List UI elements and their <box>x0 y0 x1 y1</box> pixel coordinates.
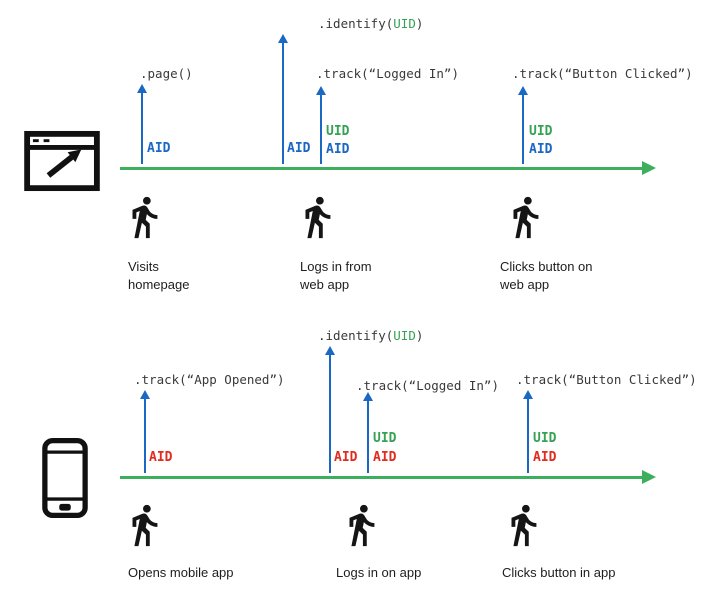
event-code-label: .track(“Button Clicked”) <box>516 372 697 387</box>
walking-person-icon <box>500 500 546 555</box>
event-arrow <box>363 392 373 473</box>
uid-label: UID <box>326 124 350 139</box>
event-code-label: .track(“Button Clicked”) <box>512 66 693 81</box>
walking-person-icon <box>121 192 167 247</box>
smartphone-icon <box>42 436 88 525</box>
uid-label: UID <box>533 431 557 446</box>
aid-label: AID <box>334 450 358 465</box>
aid-label: AID <box>533 450 557 465</box>
code-text: .track(“Logged In”) <box>356 378 499 393</box>
event-arrow <box>316 86 326 164</box>
aid-label: AID <box>147 141 171 156</box>
code-text: .identify( <box>318 328 394 343</box>
event-arrow <box>523 390 533 473</box>
action-caption: Logs in from web app <box>300 259 372 292</box>
walking-person-icon <box>294 192 340 247</box>
event-code-label: .track(“Logged In”) <box>316 66 459 81</box>
walking-person-icon <box>502 192 548 247</box>
uid-label: UID <box>373 431 397 446</box>
event-code-label: .page() <box>140 66 193 81</box>
aid-label: AID <box>373 450 397 465</box>
web-timeline-arrow <box>120 161 656 175</box>
code-text: .track(“Logged In”) <box>316 66 459 81</box>
event-arrow <box>140 390 150 473</box>
code-uid-text: UID <box>393 16 416 31</box>
code-text: .identify( <box>318 16 394 31</box>
event-code-label: .identify(UID) <box>318 16 423 31</box>
aid-label: AID <box>149 450 173 465</box>
event-code-label: .identify(UID) <box>318 328 423 343</box>
event-arrow <box>325 346 335 473</box>
code-text: .track(“Button Clicked”) <box>516 372 697 387</box>
aid-label: AID <box>326 142 350 157</box>
code-text: ) <box>415 16 424 31</box>
uid-label: UID <box>529 124 553 139</box>
action-caption: Clicks button on web app <box>500 259 593 292</box>
event-code-label: .track(“App Opened”) <box>134 372 285 387</box>
code-text: .page() <box>140 66 193 81</box>
aid-label: AID <box>287 141 311 156</box>
event-code-label: .track(“Logged In”) <box>356 378 499 393</box>
walking-person-icon <box>338 500 384 555</box>
action-caption: Opens mobile app <box>128 565 234 580</box>
browser-window-icon <box>22 130 102 197</box>
walking-person-icon <box>121 500 167 555</box>
event-arrow <box>137 84 147 164</box>
event-arrow <box>278 34 288 164</box>
action-caption: Logs in on app <box>336 565 422 580</box>
mobile-timeline-arrow <box>120 470 656 484</box>
code-uid-text: UID <box>393 328 416 343</box>
code-text: .track(“Button Clicked”) <box>512 66 693 81</box>
code-text: ) <box>415 328 424 343</box>
code-text: .track(“App Opened”) <box>134 372 285 387</box>
aid-label: AID <box>529 142 553 157</box>
event-arrow <box>518 86 528 164</box>
action-caption: Visits homepage <box>128 259 190 292</box>
action-caption: Clicks button in app <box>502 565 616 580</box>
